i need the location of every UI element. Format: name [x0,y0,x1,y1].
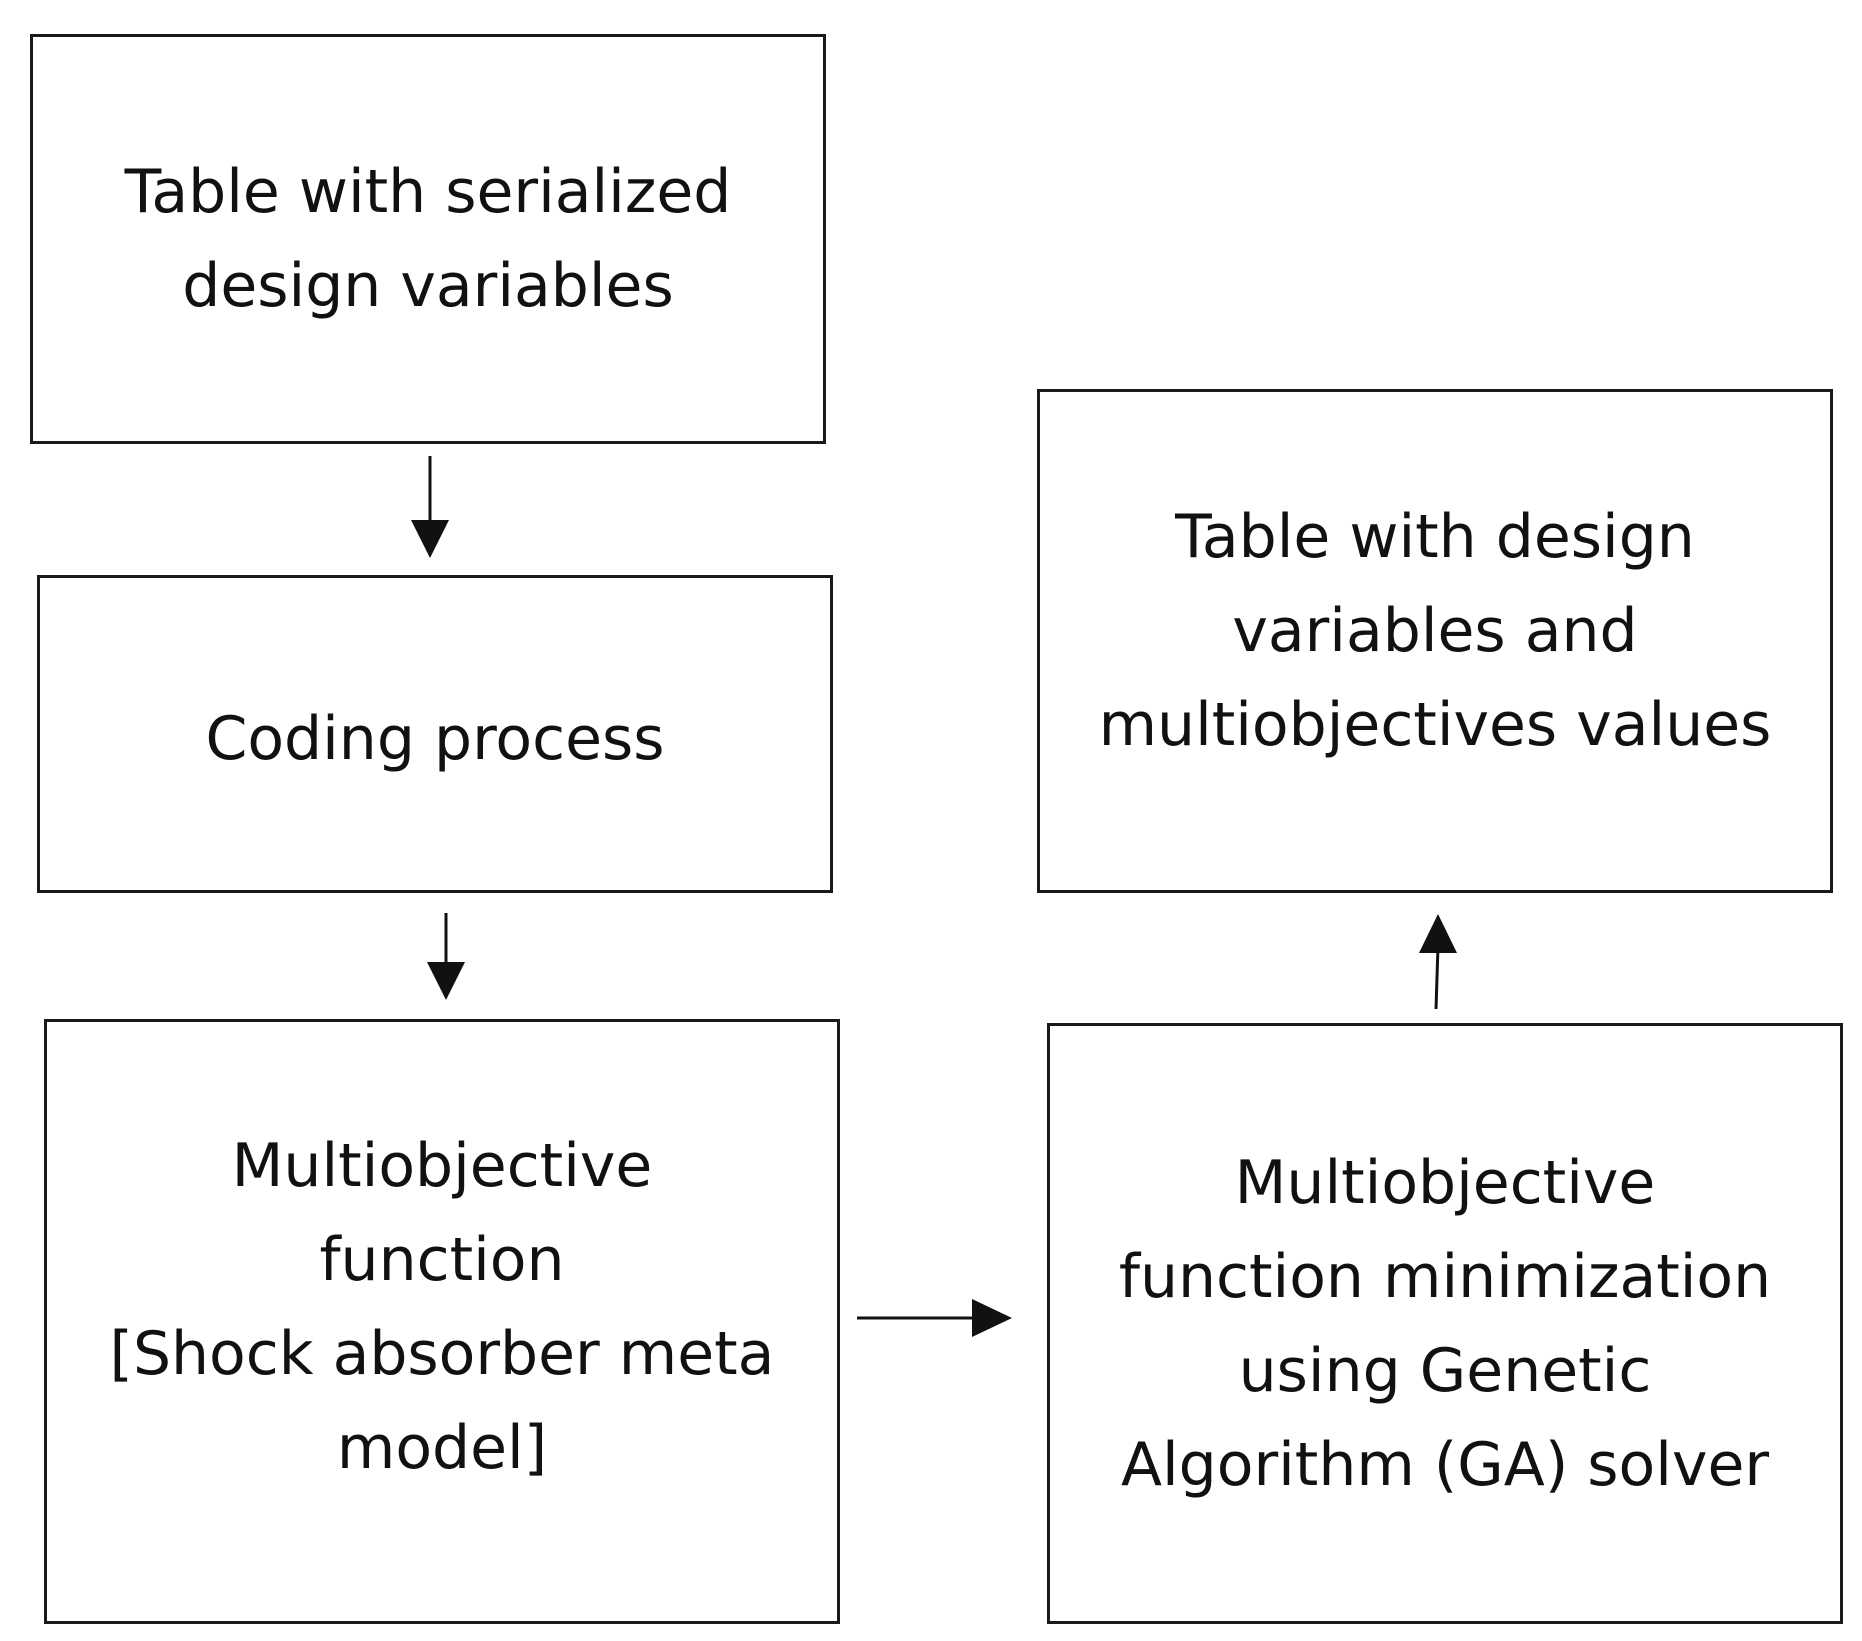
multiobjective-function-label: Multiobjective function [Shock absorber … [109,1130,775,1483]
results-table-label: Table with design variables and multiobj… [1098,502,1772,760]
arrow-multiobjective-to-ga [857,1299,1012,1337]
ga-minimization-label: Multiobjective function minimization usi… [1118,1147,1772,1500]
serialized-variables-table-box: Table with serialized design variables [30,34,826,444]
coding-process-box: Coding process [37,575,833,893]
ga-minimization-box: Multiobjective function minimization usi… [1047,1023,1843,1624]
results-table-box: Table with design variables and multiobj… [1037,389,1833,893]
coding-process-label: Coding process [205,704,665,774]
arrow-ga-to-result [1419,914,1457,1010]
arrow-serialized-to-coding [411,456,449,558]
arrow-coding-to-multiobjective [427,913,465,1000]
multiobjective-function-box: Multiobjective function [Shock absorber … [44,1019,840,1624]
serialized-variables-table-label: Table with serialized design variables [124,157,732,321]
